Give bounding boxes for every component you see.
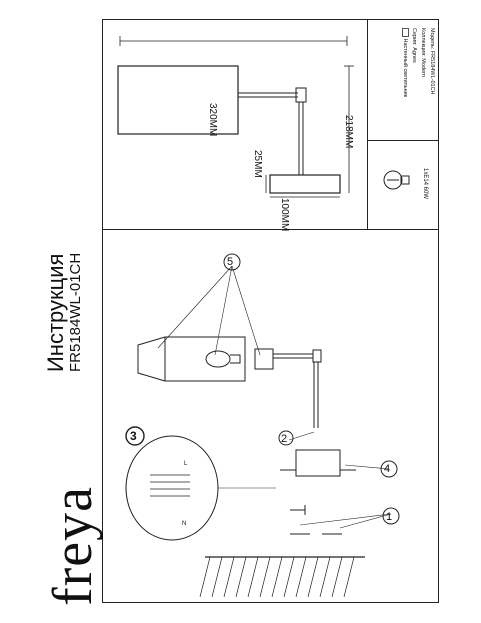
- terminal-l: L: [184, 461, 188, 467]
- terminal-n: N: [182, 521, 187, 527]
- drawing-frame: [102, 19, 439, 603]
- info-divider-horizontal: [367, 140, 439, 142]
- callout-circle-3: [125, 426, 145, 446]
- callout-5: 5: [227, 256, 234, 268]
- callout-circle-2: [278, 430, 294, 446]
- callout-3: 3: [130, 429, 137, 443]
- callout-circle-1: [382, 507, 400, 525]
- bulb-icon: [383, 170, 410, 190]
- callout-circle-4: [380, 460, 398, 478]
- callout-2: 2: [281, 433, 288, 445]
- callout-1: 1: [386, 511, 393, 523]
- lamp-dimension-drawing: [117, 36, 354, 198]
- callout-circle-5: [223, 253, 241, 271]
- info-divider-vertical: [367, 19, 369, 229]
- section-divider: [102, 229, 439, 231]
- lamp-assembly-drawing: [125, 265, 392, 598]
